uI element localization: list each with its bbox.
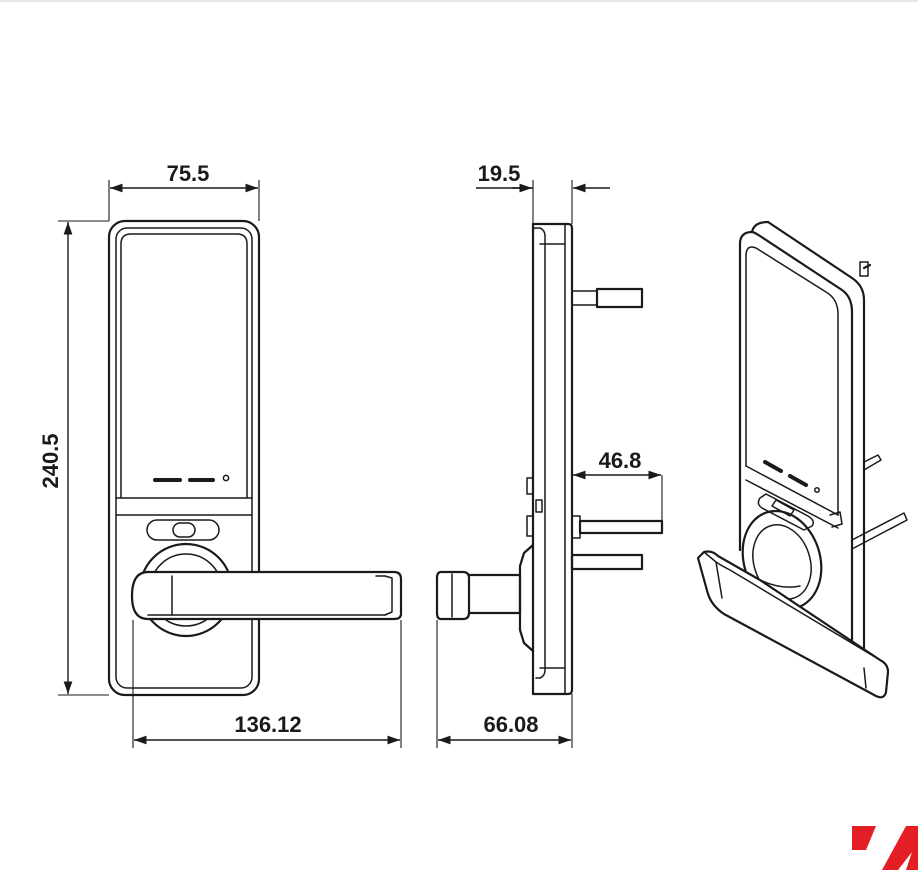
side-pin-top-base bbox=[571, 290, 598, 306]
iso-pin-top bbox=[862, 263, 872, 270]
iso-rosette-inner bbox=[752, 524, 812, 600]
front-outer-body bbox=[107, 219, 261, 697]
isometric-view bbox=[696, 220, 908, 699]
iso-lever-tip-edge bbox=[863, 667, 867, 689]
front-glass-panel bbox=[120, 233, 248, 499]
front-function-button bbox=[146, 519, 220, 541]
side-spindle-mid bbox=[578, 519, 664, 535]
iso-function-button-inner bbox=[771, 499, 795, 517]
dim-total-depth-label: 66.08 bbox=[483, 712, 538, 737]
indicator-led bbox=[222, 474, 230, 482]
side-spindle-mid-base bbox=[571, 515, 581, 539]
dim-width-label: 75.5 bbox=[167, 161, 210, 186]
front-view bbox=[107, 219, 403, 697]
dim-body-depth-label: 19.5 bbox=[478, 161, 521, 186]
side-view bbox=[435, 222, 664, 696]
dim-height-label: 240.5 bbox=[38, 433, 63, 488]
side-tab-2 bbox=[535, 499, 543, 513]
dimension-body-depth: 19.5 bbox=[476, 161, 610, 224]
iso-function-button bbox=[757, 493, 815, 531]
front-function-button-inner bbox=[172, 522, 196, 538]
brand-logo-mark bbox=[852, 826, 918, 870]
iso-pin-mid bbox=[863, 454, 882, 471]
dimension-lever-length: 136.12 bbox=[132, 620, 402, 748]
iso-glass-top bbox=[745, 246, 839, 516]
side-pin-top bbox=[595, 287, 644, 309]
dimension-spindle-offset: 46.8 bbox=[573, 448, 663, 521]
side-pin-bottom bbox=[570, 553, 644, 571]
logo-square bbox=[852, 826, 876, 850]
side-front-face bbox=[532, 227, 546, 679]
side-tab-3 bbox=[526, 515, 534, 537]
dim-lever-length-label: 136.12 bbox=[234, 712, 301, 737]
side-rosette bbox=[518, 543, 535, 653]
side-lever-cap bbox=[435, 570, 471, 621]
dim-spindle-offset-label: 46.8 bbox=[599, 448, 642, 473]
iso-glass-bottom-2 bbox=[745, 479, 839, 529]
iso-spindle bbox=[851, 512, 908, 550]
iso-indicator-dash-1 bbox=[763, 460, 783, 473]
iso-tab bbox=[829, 511, 843, 528]
front-lever bbox=[130, 570, 403, 621]
iso-indicator-dash-2 bbox=[788, 474, 808, 487]
side-tab-1 bbox=[526, 477, 534, 495]
iso-lever-end-edge bbox=[715, 561, 723, 599]
side-back-plate bbox=[531, 222, 574, 696]
front-inner-body bbox=[115, 227, 253, 689]
side-spindle bbox=[464, 573, 522, 615]
dimension-height: 240.5 bbox=[38, 220, 109, 696]
logo-chevron bbox=[882, 826, 918, 870]
iso-top-corner bbox=[750, 220, 770, 234]
iso-pin-top-cap bbox=[859, 261, 869, 277]
iso-front-outer bbox=[738, 230, 854, 642]
dimension-total-depth: 66.08 bbox=[436, 620, 573, 748]
iso-glass-bottom bbox=[745, 465, 839, 516]
dimension-width: 75.5 bbox=[108, 161, 260, 221]
front-lever-tip bbox=[384, 575, 393, 616]
iso-indicator-led bbox=[814, 487, 820, 493]
iso-lever bbox=[696, 550, 890, 699]
iso-lever-neck bbox=[759, 579, 801, 588]
